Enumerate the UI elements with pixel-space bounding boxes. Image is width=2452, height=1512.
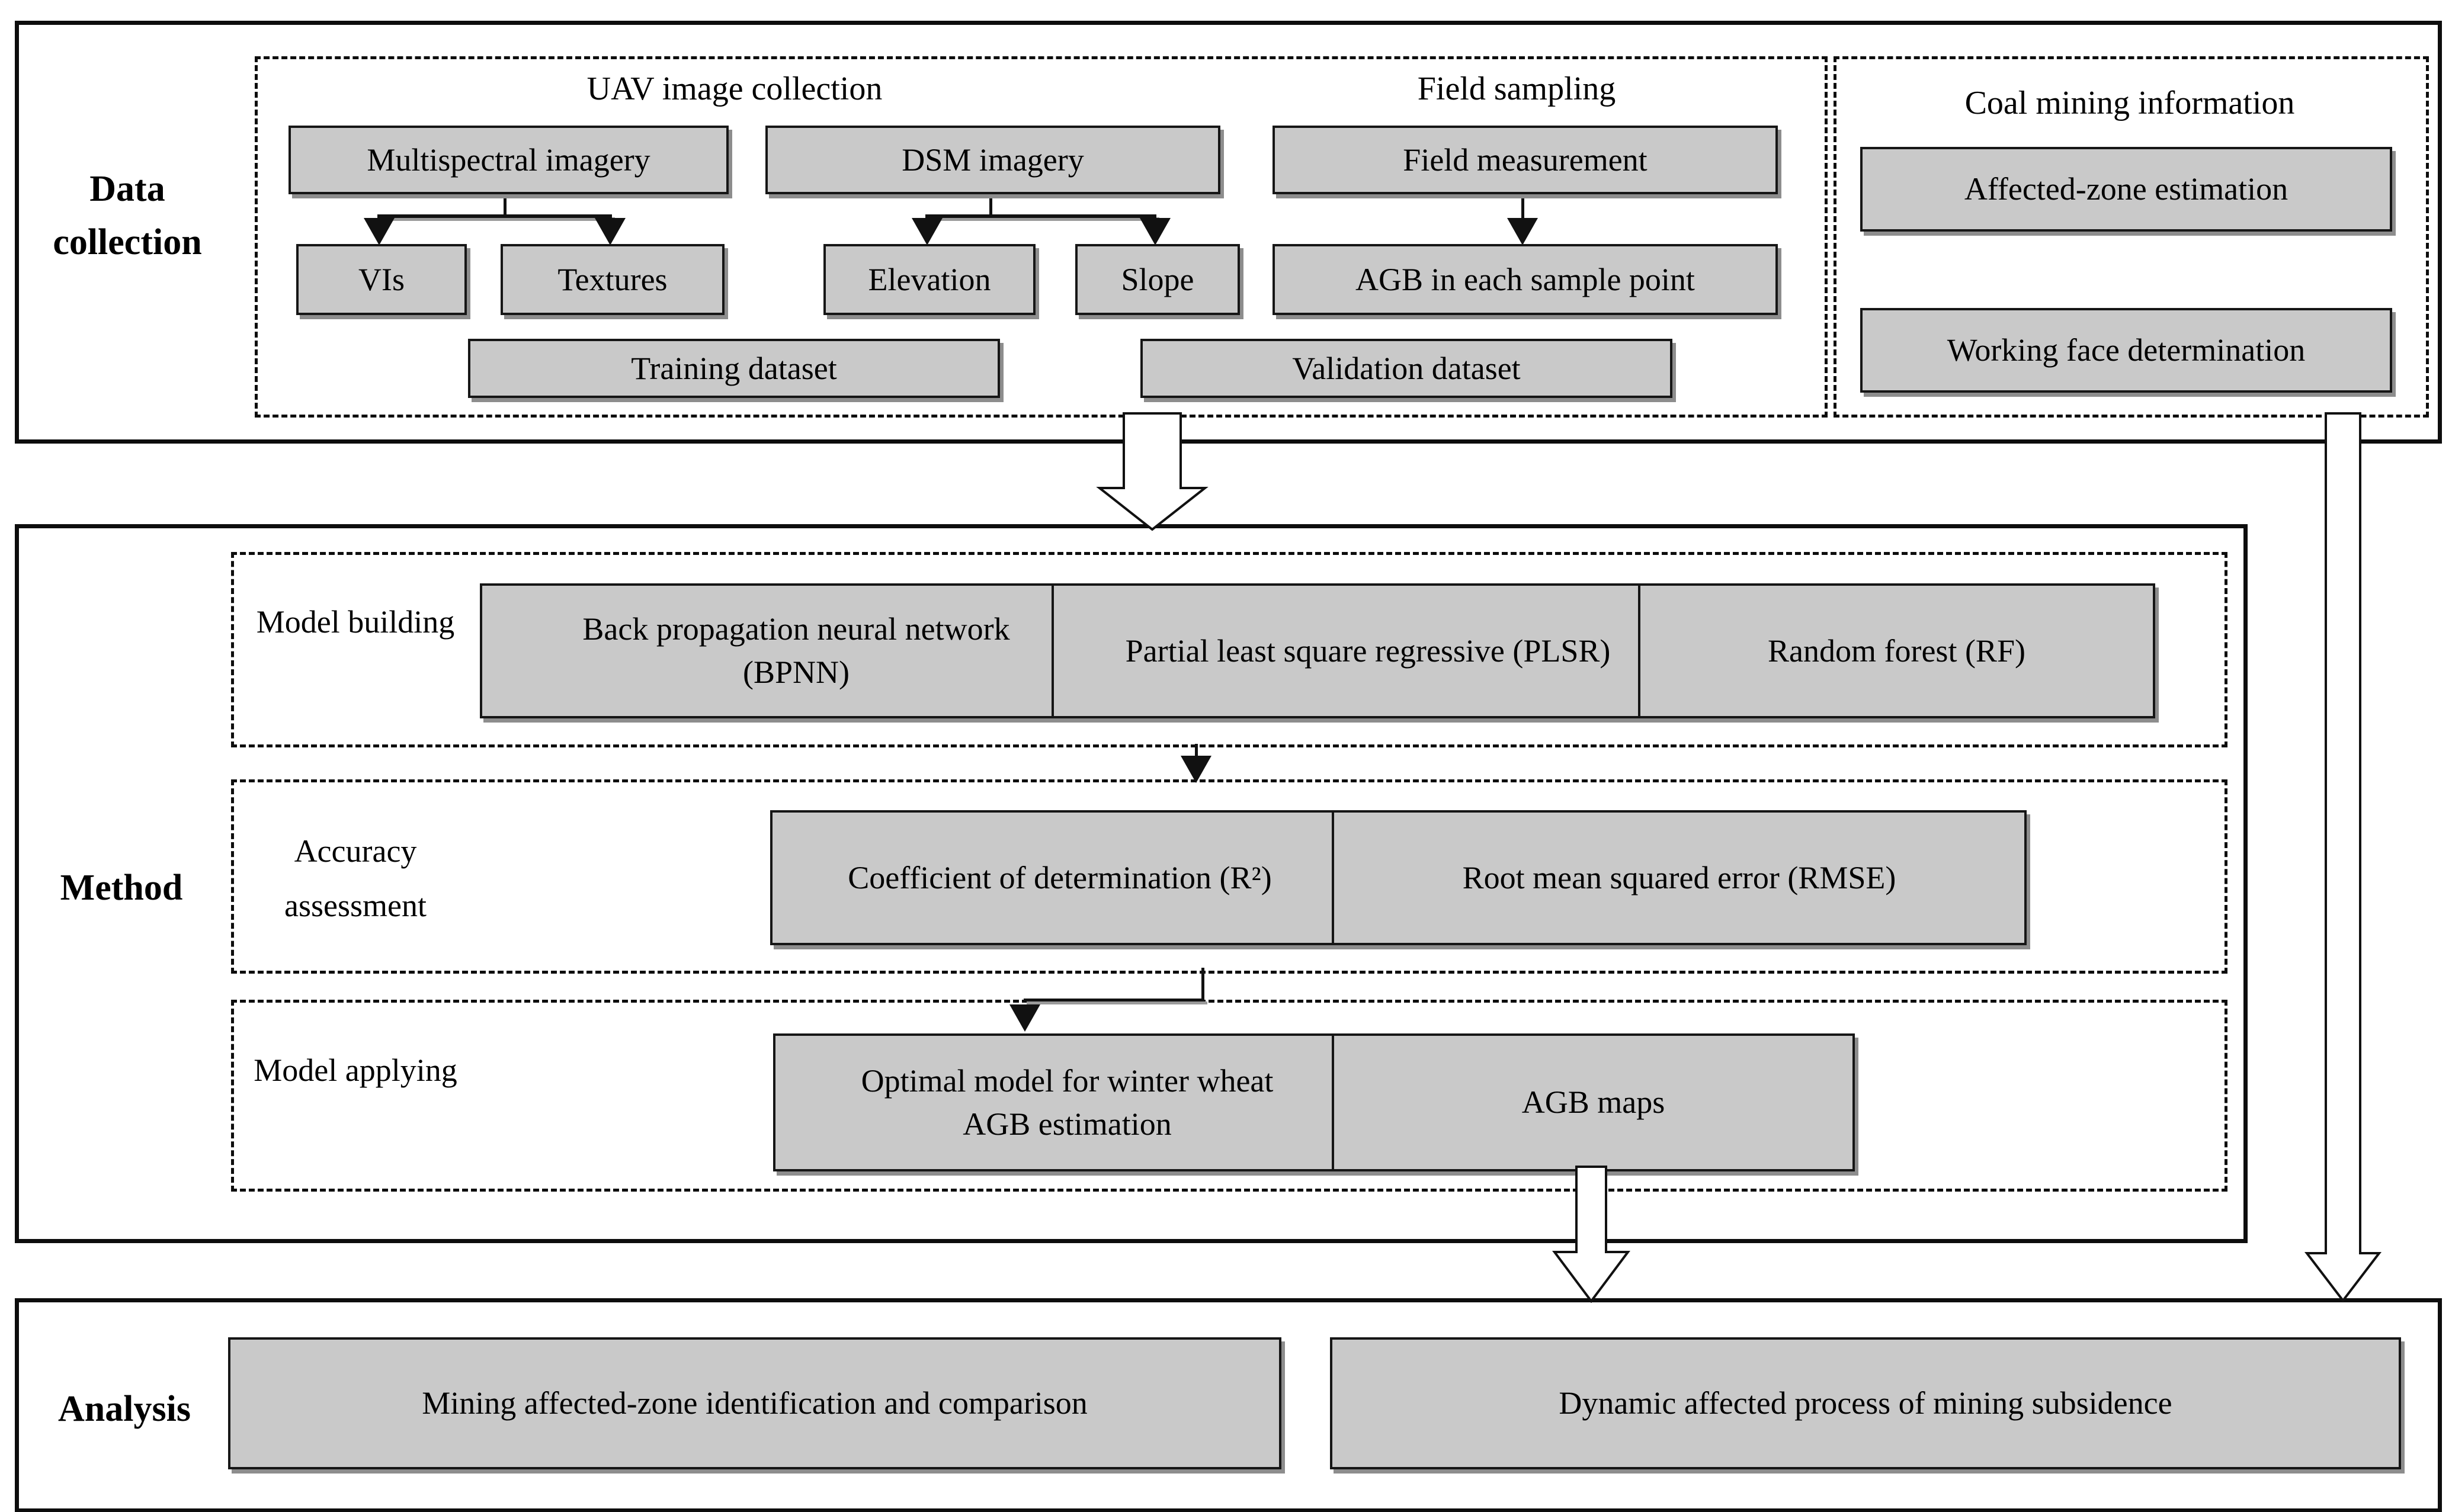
- arrowhead-to-vis: [364, 218, 395, 245]
- multispectral-branch-bar-line: [377, 214, 612, 218]
- box-working-face-determination: Working face determination: [1860, 308, 2392, 393]
- box-dynamic-affected-process: Dynamic affected process of mining subsi…: [1330, 1337, 2401, 1469]
- box-coefficient-determination: Coefficient of determination (R²): [770, 810, 1350, 945]
- arrowhead-to-agb-sample: [1507, 218, 1538, 245]
- box-validation-dataset: Validation dataset: [1140, 339, 1672, 398]
- dsm-branch-stem-line: [989, 191, 992, 216]
- box-optimal-model: Optimal model for winter wheat AGB estim…: [773, 1033, 1361, 1171]
- box-vis: VIs: [296, 244, 467, 315]
- accuracy-assessment-dashed-group: [231, 779, 2227, 974]
- field-sampling-title: Field sampling: [1417, 70, 1616, 107]
- accuracy-elbow-vertical-line: [1201, 968, 1204, 1001]
- box-bpnn: Back propagation neural network (BPNN): [480, 583, 1113, 718]
- coal-mining-dashed-group: [1834, 56, 2429, 418]
- box-field-measurement: Field measurement: [1273, 126, 1778, 194]
- data-collection-section-frame: [15, 21, 2442, 444]
- box-textures: Textures: [501, 244, 725, 315]
- model-applying-label: Model applying: [254, 1052, 457, 1088]
- arrowhead-to-textures: [595, 218, 626, 245]
- box-plsr: Partial least square regressive (PLSR): [1052, 583, 1684, 718]
- box-slope: Slope: [1075, 244, 1240, 315]
- model-building-label: Model building: [256, 604, 455, 640]
- model-applying-dashed-group: [231, 1000, 2227, 1192]
- uav-field-dashed-group: [255, 56, 1828, 418]
- hollow-arrow-data-to-method: [1096, 412, 1209, 531]
- box-training-dataset: Training dataset: [468, 339, 1000, 398]
- accuracy-elbow-horizontal-line: [1024, 999, 1204, 1001]
- box-elevation: Elevation: [823, 244, 1036, 315]
- arrowhead-to-accuracy: [1181, 756, 1211, 783]
- box-multispectral-imagery: Multispectral imagery: [289, 126, 729, 194]
- accuracy-assessment-label: Accuracy assessment: [284, 833, 427, 923]
- box-dsm-imagery: DSM imagery: [765, 126, 1220, 194]
- method-label: Method: [60, 868, 183, 908]
- data-collection-label: Data collection: [53, 169, 202, 262]
- field-measurement-arrow-line: [1521, 191, 1524, 221]
- box-affected-zone-estimation: Affected-zone estimation: [1860, 147, 2392, 232]
- box-random-forest: Random forest (RF): [1638, 583, 2155, 718]
- arrowhead-to-optimal-model: [1009, 1004, 1040, 1032]
- method-section-frame: [15, 524, 2248, 1243]
- uav-image-collection-title: UAV image collection: [586, 70, 883, 107]
- coal-mining-information-title: Coal mining information: [1964, 85, 2295, 121]
- hollow-arrow-agbmaps-to-analysis: [1552, 1166, 1630, 1303]
- building-to-accuracy-line: [1195, 744, 1198, 758]
- dsm-branch-bar-line: [925, 214, 1156, 218]
- model-building-dashed-group: [231, 552, 2227, 747]
- box-rmse: Root mean squared error (RMSE): [1332, 810, 2027, 945]
- analysis-label: Analysis: [58, 1389, 191, 1429]
- multispectral-branch-stem-line: [504, 191, 507, 216]
- arrowhead-to-elevation: [912, 218, 943, 245]
- box-agb-maps: AGB maps: [1332, 1033, 1855, 1171]
- box-mining-affected-zone: Mining affected-zone identification and …: [228, 1337, 1281, 1469]
- analysis-section-frame: [15, 1298, 2442, 1512]
- arrowhead-to-slope: [1140, 218, 1171, 245]
- hollow-arrow-coal-to-analysis: [2304, 412, 2382, 1303]
- box-agb-sample-point: AGB in each sample point: [1273, 244, 1778, 315]
